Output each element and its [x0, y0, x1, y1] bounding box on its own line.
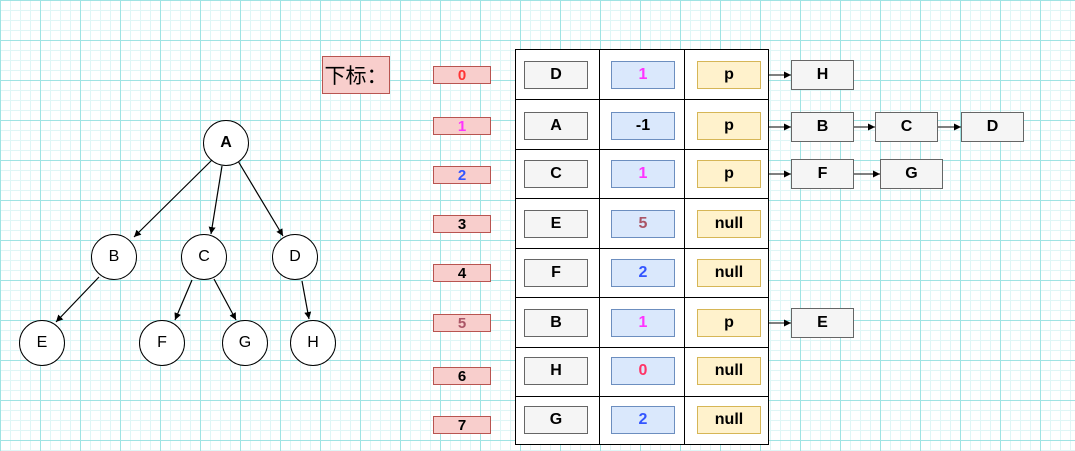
tree-node-e: E [19, 320, 65, 366]
data-cell-6: H [524, 357, 588, 385]
tree-node-h: H [290, 320, 336, 366]
parent-cell-6: 0 [611, 357, 675, 385]
index-cell-0: 0 [433, 66, 491, 84]
data-cell-7: G [524, 406, 588, 434]
parent-cell-1: -1 [611, 112, 675, 140]
table-row-divider [515, 297, 769, 298]
table-column-divider [599, 49, 600, 445]
index-cell-2: 2 [433, 166, 491, 184]
index-cell-1: 1 [433, 117, 491, 135]
table-row-divider [515, 248, 769, 249]
parent-cell-0: 1 [611, 61, 675, 89]
index-cell-7: 7 [433, 416, 491, 434]
tree-node-d: D [272, 234, 318, 280]
child-cell-0: p [697, 61, 761, 89]
data-cell-1: A [524, 112, 588, 140]
edge-a-b [133, 157, 215, 238]
child-cell-4: null [697, 259, 761, 287]
index-cell-4: 4 [433, 264, 491, 282]
list-node-row1-3: D [961, 112, 1024, 142]
parent-cell-2: 1 [611, 160, 675, 188]
index-cell-6: 6 [433, 367, 491, 385]
parent-cell-5: 1 [611, 309, 675, 337]
data-cell-2: C [524, 160, 588, 188]
table-row-divider [515, 99, 769, 100]
list-node-row2-1: F [791, 159, 854, 189]
list-node-row5-1: E [791, 308, 854, 338]
list-node-row1-2: C [875, 112, 938, 142]
edge-a-c [208, 165, 223, 235]
parent-cell-3: 5 [611, 210, 675, 238]
list-node-row2-2: G [880, 159, 943, 189]
data-cell-5: B [524, 309, 588, 337]
table-row-divider [515, 347, 769, 348]
tree-node-a: A [203, 120, 249, 166]
index-cell-3: 3 [433, 215, 491, 233]
edge-b-e [55, 276, 100, 323]
table-row-divider [515, 198, 769, 199]
parent-cell-7: 2 [611, 406, 675, 434]
edge-a-d [237, 160, 284, 237]
subscript-label: 下标： [322, 56, 390, 94]
data-cell-0: D [524, 61, 588, 89]
child-cell-2: p [697, 160, 761, 188]
data-cell-3: E [524, 210, 588, 238]
child-cell-1: p [697, 112, 761, 140]
child-cell-7: null [697, 406, 761, 434]
node-table [515, 49, 769, 445]
tree-node-b: B [91, 234, 137, 280]
edge-c-g [213, 278, 237, 321]
tree-node-f: F [139, 320, 185, 366]
list-node-row1-1: B [791, 112, 854, 142]
tree-node-c: C [181, 234, 227, 280]
child-cell-6: null [697, 357, 761, 385]
list-node-row0-1: H [791, 60, 854, 90]
table-row-divider [515, 149, 769, 150]
data-cell-4: F [524, 259, 588, 287]
table-row-divider [515, 396, 769, 397]
table-column-divider [684, 49, 685, 445]
edge-d-h [301, 280, 312, 320]
child-cell-5: p [697, 309, 761, 337]
index-cell-5: 5 [433, 314, 491, 332]
child-cell-3: null [697, 210, 761, 238]
parent-cell-4: 2 [611, 259, 675, 287]
edge-c-f [174, 279, 193, 321]
tree-node-g: G [222, 320, 268, 366]
